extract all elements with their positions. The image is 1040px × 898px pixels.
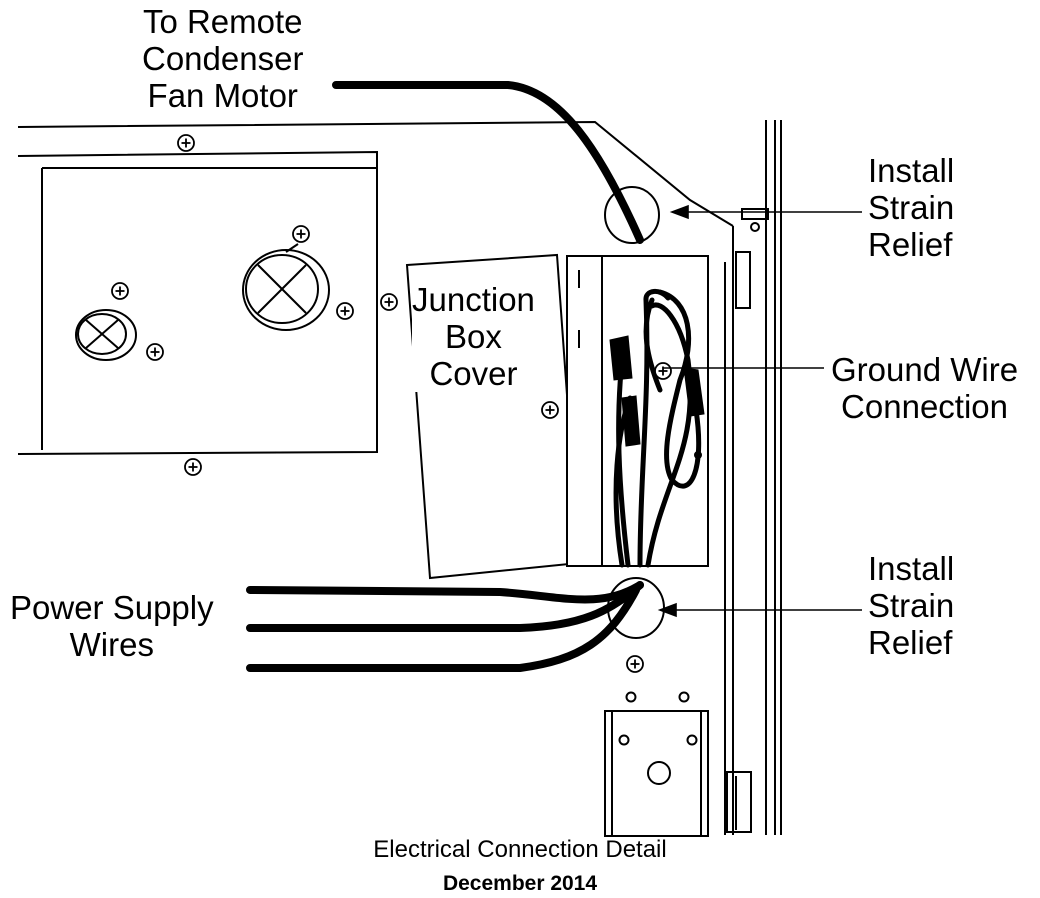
cabinet-outline xyxy=(17,120,782,835)
leader-lines xyxy=(657,204,862,618)
label-install-strain-relief-bottom: Install Strain Relief xyxy=(868,550,955,661)
knockout-large xyxy=(242,243,330,331)
remote-motor-wire xyxy=(332,81,644,244)
caption-title: Electrical Connection Detail xyxy=(373,836,667,863)
power-supply-wires xyxy=(246,581,644,672)
label-power-supply-wires: Power Supply Wires xyxy=(10,589,214,663)
knockout-small xyxy=(75,309,137,361)
label-junction-box-cover: Junction Box Cover xyxy=(412,281,535,392)
label-ground-wire-connection: Ground Wire Connection xyxy=(831,351,1019,425)
label-install-strain-relief-top: Install Strain Relief xyxy=(868,152,955,263)
wire-nuts xyxy=(609,335,705,447)
caption-date: December 2014 xyxy=(442,872,598,895)
label-remote-condenser-fan-motor: To Remote Condenser Fan Motor xyxy=(142,3,304,114)
mounting-bracket xyxy=(604,691,709,837)
